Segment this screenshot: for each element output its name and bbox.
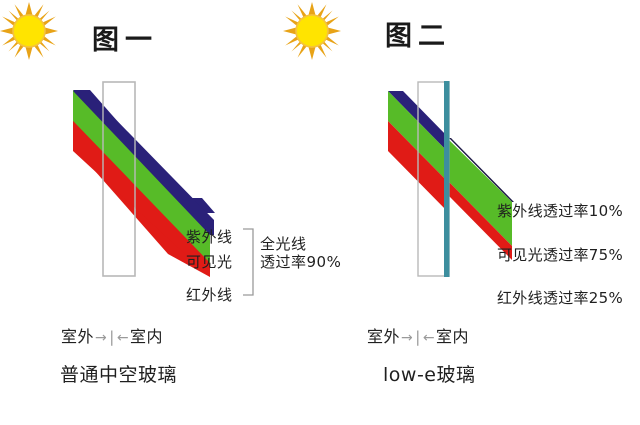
figure-one-side-labels: 室外→|←室内 <box>61 323 163 347</box>
sun-icon <box>0 2 58 60</box>
visible-beam-out <box>449 140 512 246</box>
figure-one-title: 图一 <box>92 25 158 56</box>
uv-beam-out <box>449 138 514 202</box>
sun-icon <box>283 2 341 60</box>
band-label-uv: 紫外线 <box>186 228 233 246</box>
uv-beam <box>73 91 214 235</box>
rate-label-uv: 紫外线透过率10% <box>497 202 624 220</box>
figure-two-side-labels: 室外→|←室内 <box>367 323 469 347</box>
infrared-beam-out <box>449 182 512 260</box>
figure-one-caption: 普通中空玻璃 <box>60 364 178 386</box>
lowe-coating-layer <box>444 81 450 277</box>
arrow-right-icon: → <box>95 330 108 346</box>
figure-two-diagram <box>372 78 602 283</box>
total-transmittance-label: 全光线 透过率90% <box>260 235 342 271</box>
arrow-left-icon: ← <box>116 330 130 346</box>
infrared-beam <box>73 121 210 277</box>
band-label-infrared: 红外线 <box>186 286 233 304</box>
rate-label-visible: 可见光透过率75% <box>497 246 624 264</box>
figure-two-title: 图二 <box>385 21 451 52</box>
figure-two-caption: low-e玻璃 <box>383 364 476 386</box>
total-transmittance-line2: 透过率90% <box>260 252 342 271</box>
total-transmittance-line1: 全光线 <box>260 235 307 253</box>
glass-pane <box>102 81 136 277</box>
visible-beam <box>73 91 210 263</box>
band-label-visible: 可见光 <box>186 253 233 271</box>
band-group-bracket <box>242 228 256 296</box>
rate-label-infrared: 红外线透过率25% <box>497 289 624 307</box>
pane-divider: | <box>415 328 421 346</box>
indoor-label: 室内 <box>436 327 470 346</box>
outdoor-label: 室外 <box>367 327 401 346</box>
indoor-label: 室内 <box>130 327 164 346</box>
figure-one-rays <box>55 78 285 283</box>
arrow-left-icon: ← <box>422 330 436 346</box>
pane-divider: | <box>109 328 115 346</box>
outdoor-label: 室外 <box>61 327 95 346</box>
arrow-right-icon: → <box>401 330 414 346</box>
